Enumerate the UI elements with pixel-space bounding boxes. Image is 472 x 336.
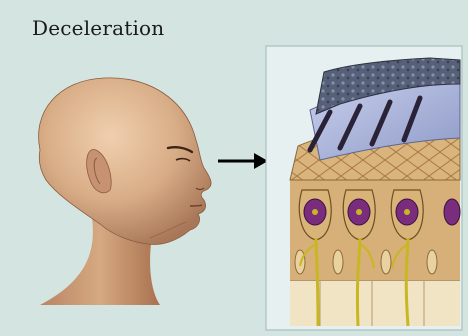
hair-cell-illustration xyxy=(266,46,462,330)
head-illustration xyxy=(39,78,212,305)
arrow-right-icon xyxy=(218,153,268,169)
